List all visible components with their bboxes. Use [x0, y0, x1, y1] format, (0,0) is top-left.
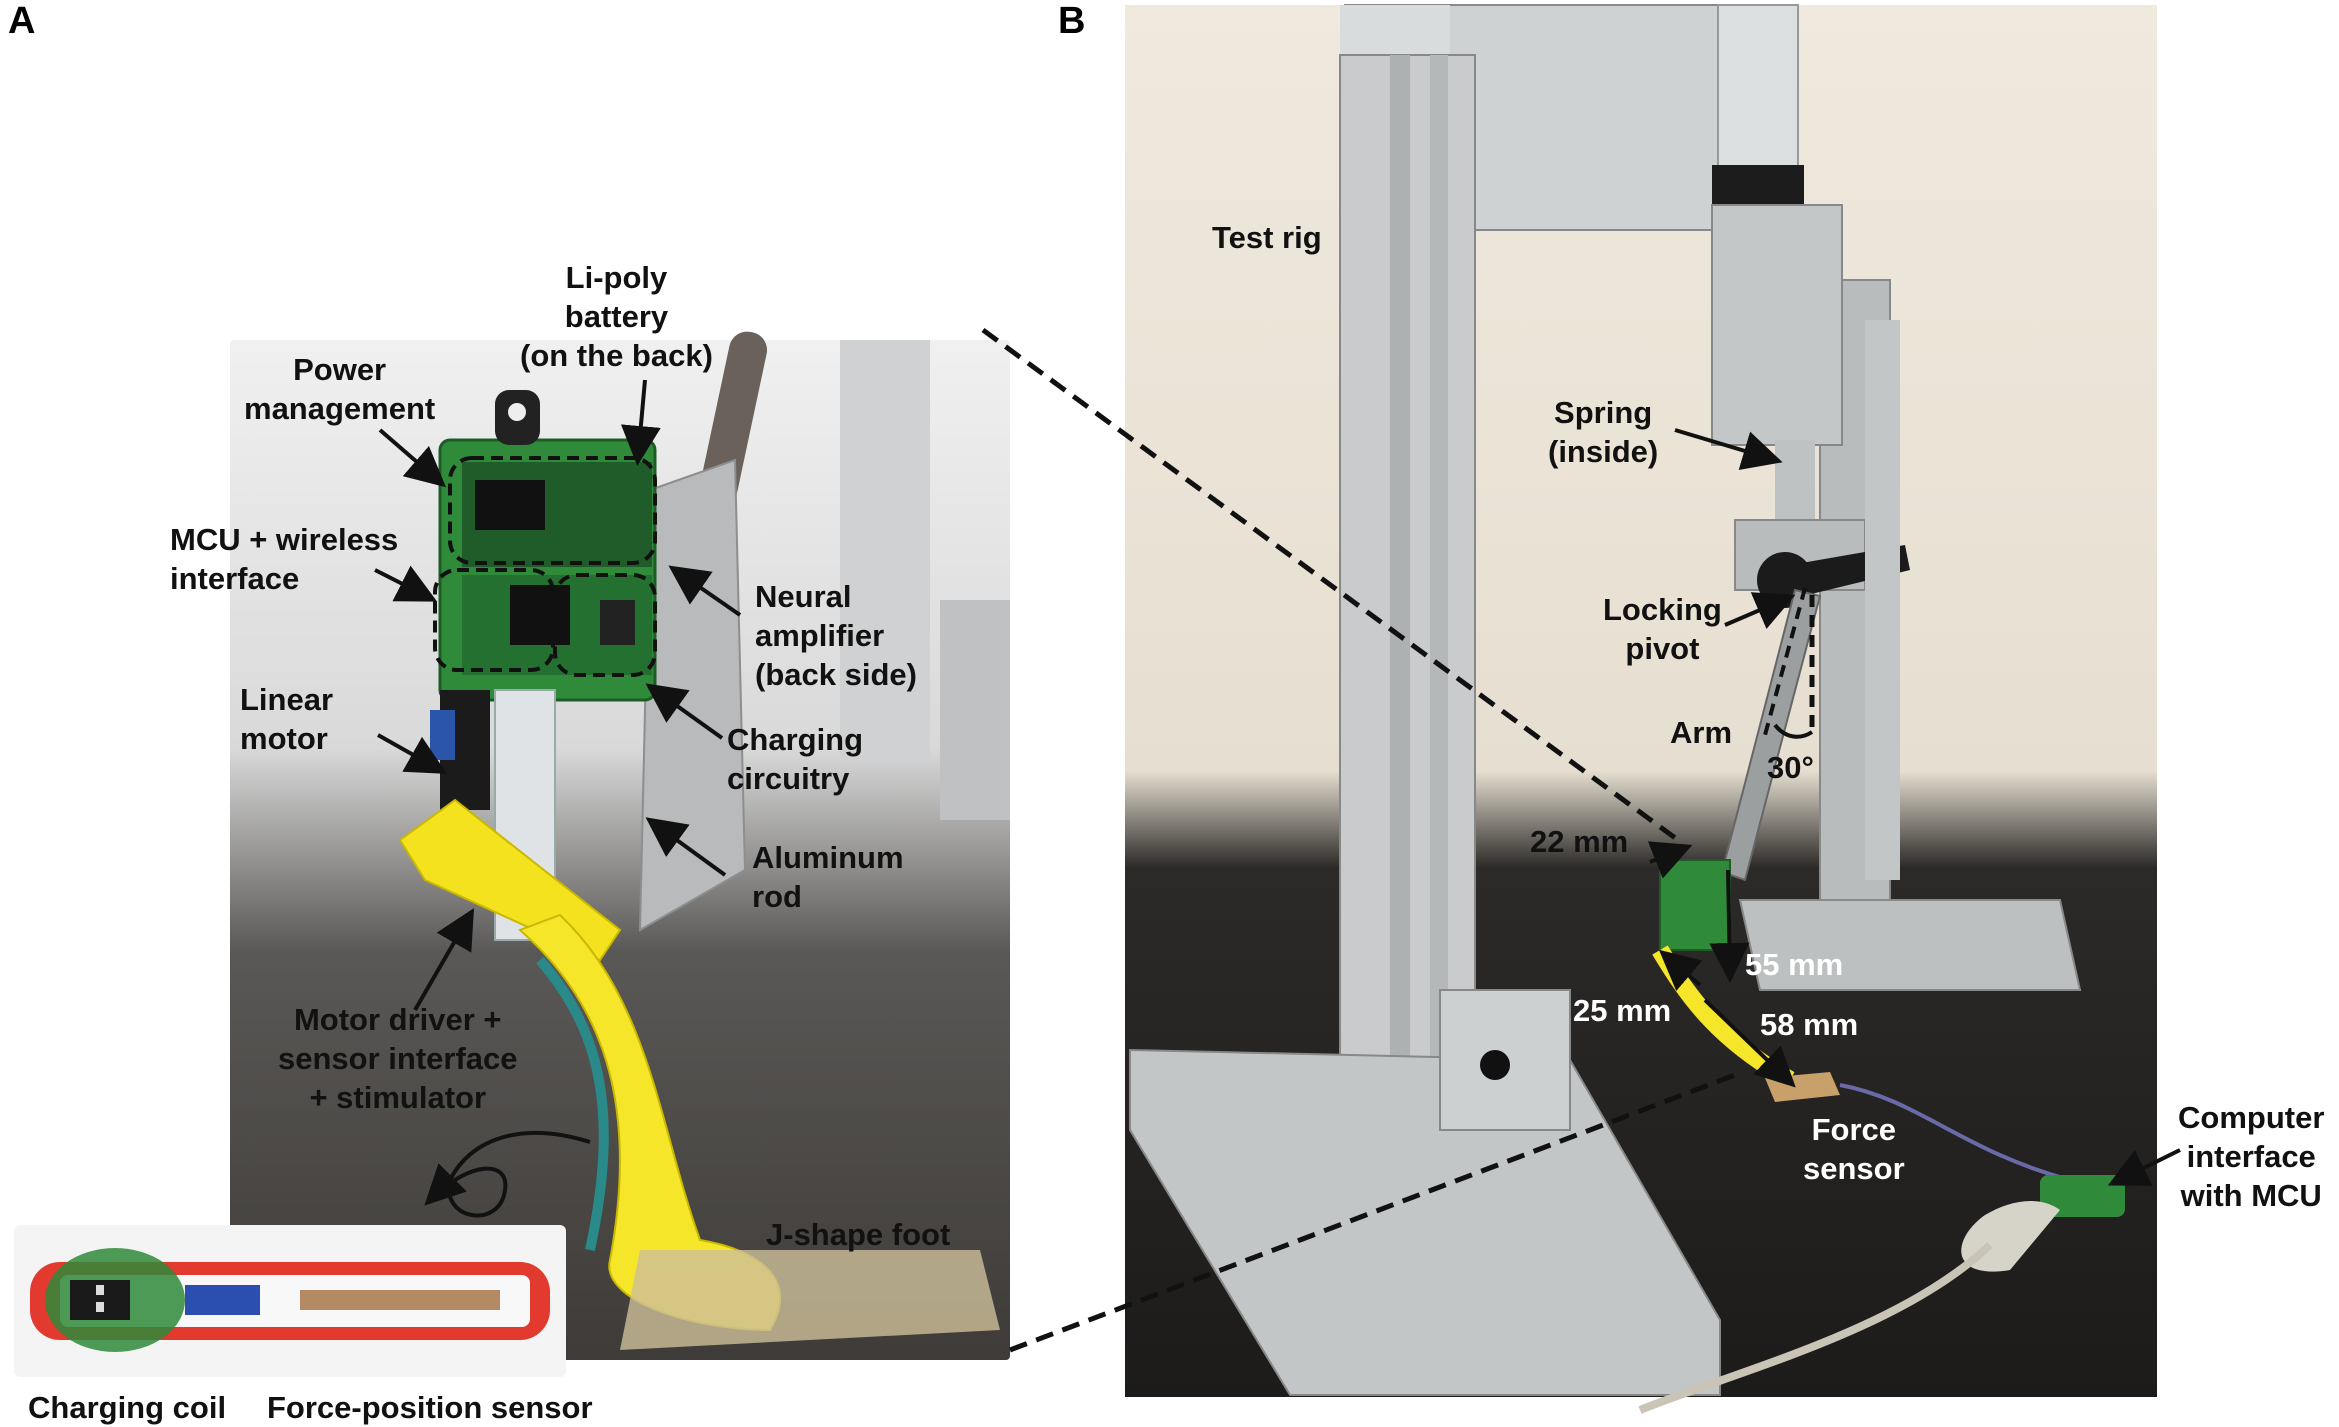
- annotation-arrows-b: [1674, 428, 2181, 1186]
- force-position-sensor-label: Force-position sensor: [267, 1390, 593, 1425]
- neural-amplifier-label: Neural amplifier (back side): [755, 579, 917, 692]
- dimension-55mm-label: 55 mm: [1745, 947, 1844, 982]
- charging-circuitry-label: Charging circuitry: [727, 722, 864, 796]
- dimension-22mm-label: 22 mm: [1530, 824, 1629, 859]
- dimension-arrows: [1647, 841, 1796, 1088]
- rig-drawing: [1129, 4, 2125, 1414]
- charging-coil-label: Charging coil: [28, 1390, 227, 1425]
- pcb-region-outlines: [433, 456, 657, 677]
- arm-label: Arm: [1670, 715, 1733, 750]
- device-drawing: [398, 331, 1010, 1350]
- zoom-line-bottom: [1009, 1072, 1736, 1353]
- angle-arc: [1773, 723, 1814, 739]
- mcu-wireless-label: MCU + wireless interface: [170, 522, 399, 596]
- force-sensor-label: Force sensor: [1803, 1112, 1905, 1186]
- linear-motor-label: Linear motor: [240, 682, 334, 756]
- zoom-line-top: [981, 327, 1680, 843]
- annotation-arrows-a: [374, 379, 742, 1012]
- spring-label: Spring (inside): [1548, 395, 1659, 469]
- dimension-58mm-label: 58 mm: [1760, 1007, 1859, 1042]
- locking-pivot-label: Locking pivot: [1603, 592, 1722, 666]
- power-management-label: Power management: [244, 352, 436, 426]
- aluminum-rod-label: Aluminum rod: [752, 840, 904, 914]
- sensor-strip-drawing: [30, 1248, 550, 1352]
- li-poly-battery-label: Li-poly battery (on the back): [520, 260, 713, 373]
- dimension-25mm-label: 25 mm: [1573, 993, 1672, 1028]
- inset-pointer-arrow: [424, 1130, 591, 1218]
- motor-driver-label: Motor driver + sensor interface + stimul…: [278, 1002, 518, 1115]
- arm-direction-line: [1763, 587, 1807, 736]
- panel-label-a: A: [8, 0, 36, 42]
- test-rig-label: Test rig: [1212, 220, 1322, 255]
- computer-interface-label: Computer interface with MCU: [2178, 1100, 2325, 1213]
- panel-label-b: B: [1058, 0, 1086, 42]
- j-shape-foot-label: J-shape foot: [766, 1217, 951, 1252]
- angle-label: 30°: [1767, 750, 1814, 785]
